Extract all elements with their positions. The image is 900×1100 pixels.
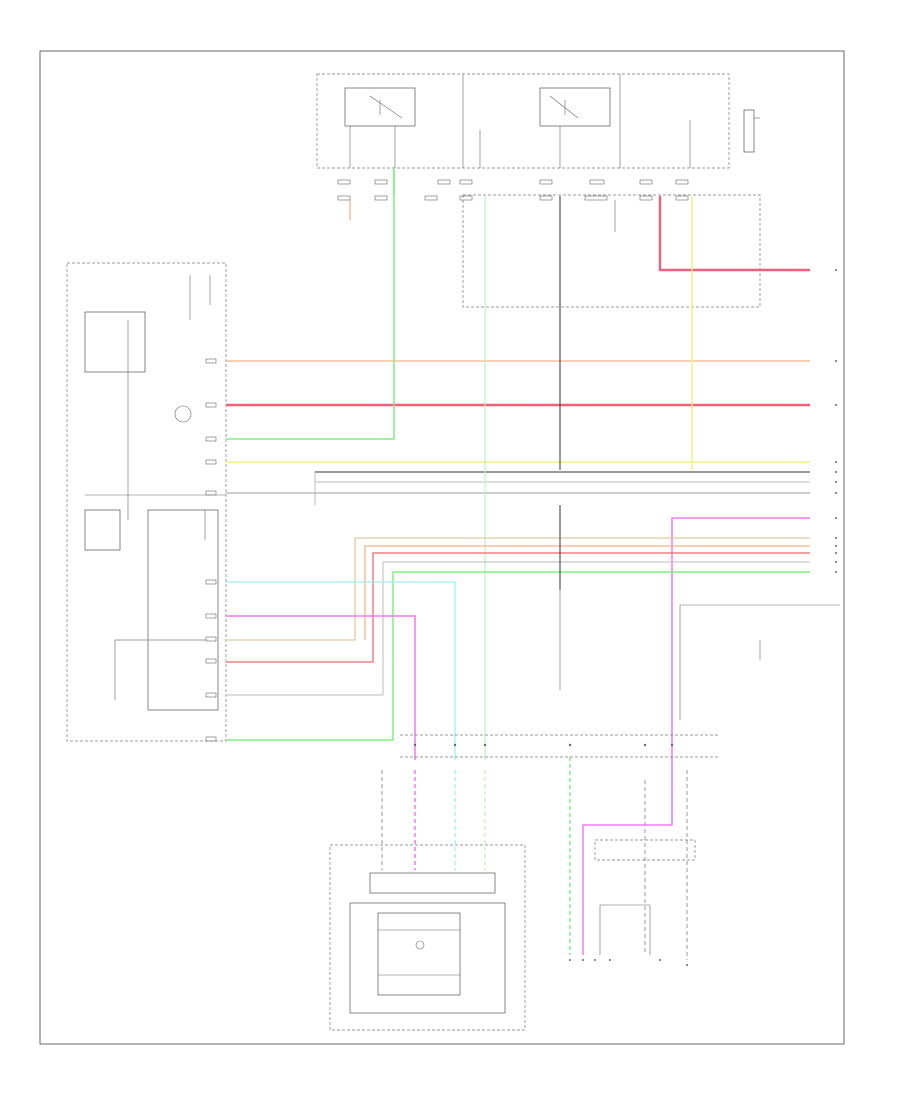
relay-1 [344,87,416,127]
left-connector-column [205,358,217,742]
diagram-frame [39,50,845,1045]
wire-magenta-left [226,615,416,760]
seat-heater-assembly [329,844,526,1031]
wire-gray-lower [226,561,810,696]
relay-2 [539,87,611,127]
connector-row-top [337,179,689,201]
fuse-relay-box [316,73,730,169]
module-box-top [462,194,761,308]
wire-magenta-right [671,517,810,760]
wire-pinkred [226,552,810,663]
heater-element-box [349,902,506,1014]
wire-green-lower [226,571,810,741]
left-switch-assembly [66,262,227,742]
wire-cyan [226,581,456,760]
wire-magenta-right-drop [582,760,673,955]
connector-box-right [594,839,696,861]
wire-green-short [226,168,395,440]
ground-component [743,109,755,153]
wire-red-vertical [658,196,810,272]
indicator-lamp [174,405,192,423]
thermostat-icon [415,940,425,950]
seat-heater-connector [369,872,496,894]
wire-tan [226,537,810,641]
wire-gray-ground [114,639,206,700]
wire-orange-lower [364,545,810,640]
